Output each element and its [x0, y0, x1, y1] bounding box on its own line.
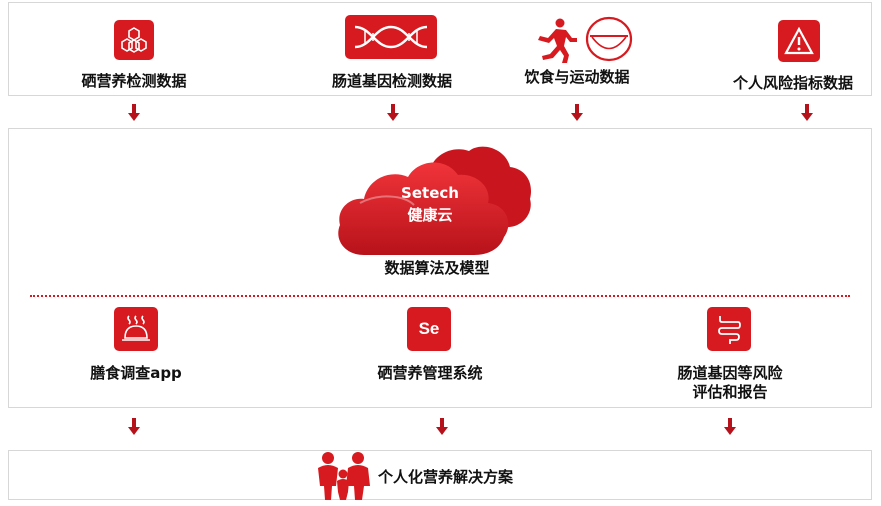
food-cloche-icon — [114, 307, 158, 351]
cloud-subtitle: 健康云 — [407, 206, 453, 224]
result-panel — [8, 450, 872, 500]
se-icon-text: Se — [418, 319, 440, 338]
output-label-risk-report-1: 肠道基因等风险 — [677, 364, 783, 382]
output-label-selenium-system: 硒营养管理系统 — [377, 364, 483, 382]
intestine-icon — [707, 307, 751, 351]
section-divider — [30, 295, 850, 297]
source-label-selenium: 硒营养检测数据 — [81, 72, 187, 90]
family-icon — [312, 450, 376, 502]
result-label: 个人化营养解决方案 — [378, 468, 514, 486]
hexagon-molecule-icon — [114, 20, 154, 60]
cloud-title: Setech — [401, 184, 459, 202]
dna-icon — [345, 15, 437, 59]
se-icon: Se — [407, 307, 451, 351]
runner-and-bowl-icon — [530, 16, 634, 64]
warning-icon — [778, 20, 820, 62]
output-label-risk-report-2: 评估和报告 — [692, 383, 768, 401]
output-label-app: 膳食调查app — [90, 364, 182, 382]
source-label-gut-gene: 肠道基因检测数据 — [331, 72, 453, 90]
health-cloud-icon — [334, 143, 534, 258]
source-label-diet-exercise: 饮食与运动数据 — [524, 68, 630, 86]
source-label-risk: 个人风险指标数据 — [732, 74, 854, 92]
cloud-caption: 数据算法及模型 — [384, 259, 490, 277]
